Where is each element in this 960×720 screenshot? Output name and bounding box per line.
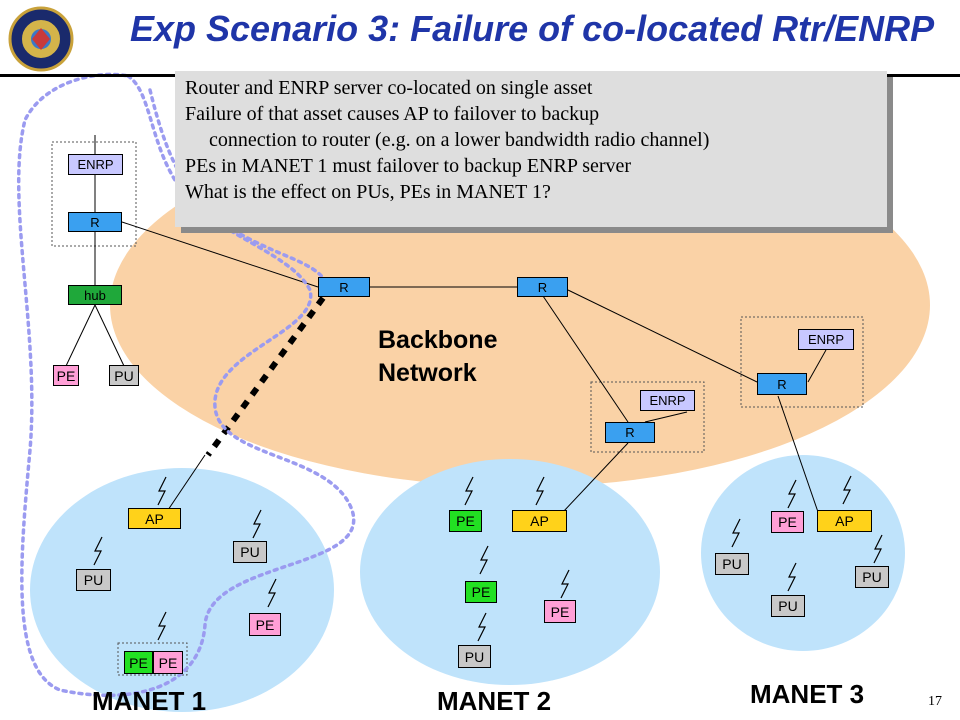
- pe-node-manet1-b: PE: [153, 651, 183, 674]
- page-number: 17: [928, 694, 942, 709]
- router-node-manet3: R: [757, 373, 807, 395]
- backup-link: [205, 296, 326, 457]
- backbone-network-label: Backbone Network: [378, 324, 497, 390]
- affected-area-highlight-inner: [148, 88, 332, 292]
- slide-title: Exp Scenario 3: Failure of co-located Rt…: [130, 8, 935, 49]
- pe-node-manet2-green-b: PE: [465, 581, 497, 603]
- manet2-label: MANET 2: [437, 686, 552, 716]
- pu-node-manet1-a: PU: [233, 541, 267, 563]
- pe-pair-box: [117, 642, 188, 676]
- ap-node-manet1: AP: [128, 508, 181, 529]
- pe-node-wired: PE: [53, 365, 79, 386]
- manet2-region: [360, 459, 660, 685]
- manet3-label: MANET 3: [750, 679, 865, 709]
- pe-node-manet1-a: PE: [249, 613, 281, 636]
- backbone-router-1: R: [318, 277, 370, 297]
- affected-area-highlight: [16, 72, 356, 697]
- pe-node-manet3: PE: [771, 511, 804, 533]
- pu-node-manet1-b: PU: [76, 569, 111, 591]
- hub-node: hub: [68, 285, 122, 305]
- router-node-manet1: R: [68, 212, 122, 232]
- backbone-label-line1: Backbone: [378, 326, 498, 354]
- manet1-label: MANET 1: [92, 686, 207, 716]
- callout-line-5: What is the effect on PUs, PEs in MANET …: [185, 181, 551, 203]
- radio-icons: [93, 475, 883, 642]
- pu-node-manet2: PU: [458, 645, 491, 668]
- callout-line-1: Router and ENRP server co-located on sin…: [185, 77, 593, 99]
- colocated-asset-box-manet2: [590, 381, 705, 453]
- pe-node-manet2-green-a: PE: [449, 510, 482, 532]
- backbone-label-line2: Network: [378, 359, 477, 387]
- manet3-region: [701, 455, 905, 651]
- backbone-router-2: R: [517, 277, 568, 297]
- pe-node-manet2-pink: PE: [544, 600, 576, 623]
- callout-line-2: Failure of that asset causes AP to failo…: [185, 103, 600, 125]
- lab-logo-icon: [8, 6, 74, 72]
- callout-line-4: PEs in MANET 1 must failover to backup E…: [185, 155, 632, 177]
- links: [65, 135, 827, 513]
- pu-node-manet3-c: PU: [771, 595, 805, 617]
- enrp-node-manet2: ENRP: [640, 390, 695, 411]
- pu-node-manet3-b: PU: [855, 566, 889, 588]
- pe-node-manet1-green: PE: [124, 651, 153, 674]
- enrp-node-manet3: ENRP: [798, 329, 854, 350]
- ap-node-manet3: AP: [817, 510, 872, 532]
- colocated-asset-box-manet3: [740, 316, 864, 408]
- ap-node-manet2: AP: [512, 510, 567, 532]
- colocated-asset-box-manet1: [51, 141, 137, 247]
- callout-line-3: connection to router (e.g. on a lower ba…: [209, 129, 710, 151]
- enrp-node-manet1: ENRP: [68, 154, 123, 175]
- router-node-manet2: R: [605, 422, 655, 443]
- callout-box: Router and ENRP server co-located on sin…: [175, 71, 887, 227]
- pu-node-manet3-a: PU: [715, 553, 749, 575]
- pu-node-wired: PU: [109, 365, 139, 386]
